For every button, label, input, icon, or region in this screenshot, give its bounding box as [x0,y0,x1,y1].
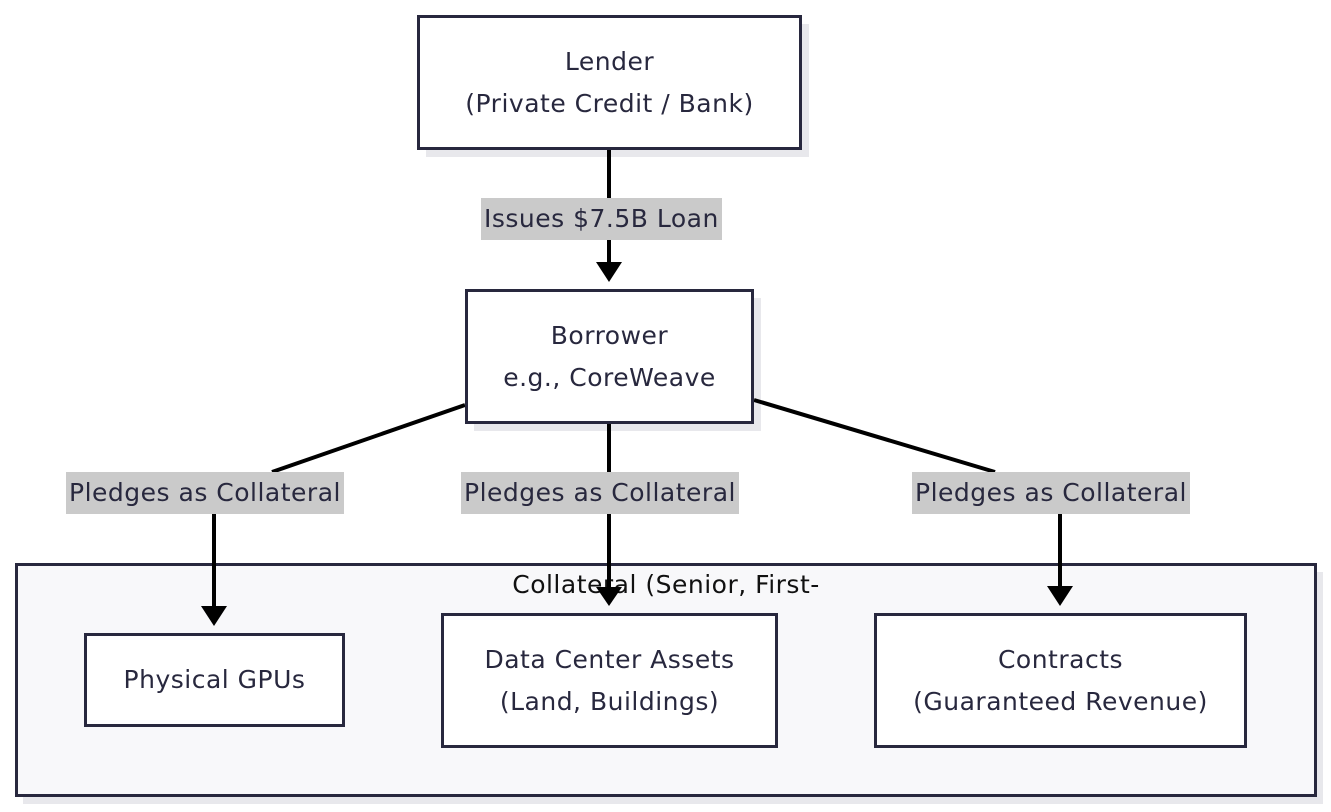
edge-line [753,398,996,474]
data-center-assets-node[interactable]: Data Center Assets (Land, Buildings) [441,613,778,748]
borrower-title: Borrower [550,320,669,350]
contracts-node[interactable]: Contracts (Guaranteed Revenue) [874,613,1247,748]
collateral-group-title: Collateral (Senior, First- [512,570,820,599]
lender-node[interactable]: Lender (Private Credit / Bank) [417,15,802,150]
edge-label-pledges-datacenter: Pledges as Collateral [461,472,739,514]
data-center-assets-title: Data Center Assets [484,644,735,674]
edge-label-issues-loan: Issues $7.5B Loan [481,198,722,240]
physical-gpus-title: Physical GPUs [123,665,306,694]
data-center-assets-subtitle: (Land, Buildings) [499,686,720,716]
arrowhead-icon [596,262,622,282]
edge-label-pledges-contracts: Pledges as Collateral [912,472,1190,514]
contracts-subtitle: (Guaranteed Revenue) [913,686,1208,716]
contracts-title: Contracts [997,644,1124,674]
edge-line [271,403,466,474]
lender-title: Lender [564,46,655,76]
borrower-subtitle: e.g., CoreWeave [503,362,716,392]
edge-label-pledges-gpus: Pledges as Collateral [66,472,344,514]
lender-subtitle: (Private Credit / Bank) [465,88,754,118]
borrower-node[interactable]: Borrower e.g., CoreWeave [465,289,754,424]
physical-gpus-node[interactable]: Physical GPUs [84,633,345,727]
